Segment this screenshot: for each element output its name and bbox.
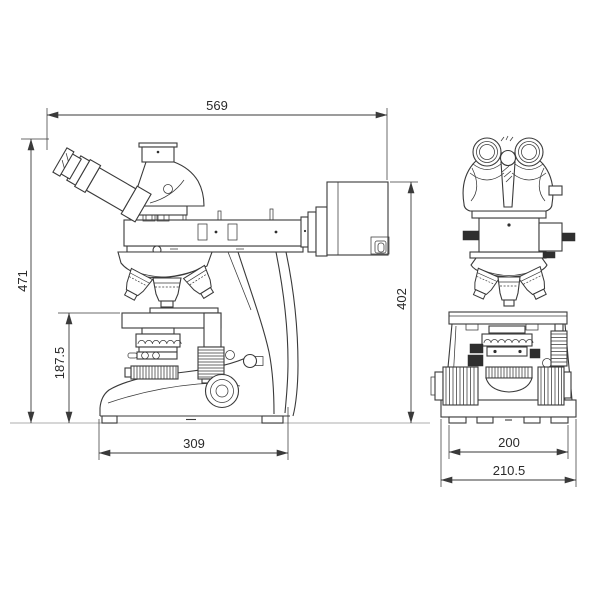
tension-knob — [242, 353, 264, 369]
foot — [523, 416, 541, 424]
objective — [182, 264, 215, 300]
head-screw — [163, 184, 173, 194]
coarse-focus-knob — [204, 373, 240, 409]
substage-condenser — [127, 327, 182, 360]
foot — [101, 415, 118, 424]
clamp-screw — [225, 350, 235, 360]
prism-column — [500, 161, 516, 208]
foot — [550, 416, 569, 424]
eyepiece-rim — [52, 147, 75, 177]
dim-illuminator-height: 402 — [390, 181, 418, 424]
dim-label-feet-width: 200 — [498, 435, 520, 450]
front-condenser — [467, 325, 552, 393]
front-stage — [448, 311, 568, 331]
stage-plate — [149, 307, 219, 314]
front-head — [462, 135, 563, 219]
dim-label-base-depth: 309 — [183, 436, 205, 451]
dim-overall-depth: 569 — [46, 98, 388, 180]
front-eyepieces — [472, 137, 544, 167]
dim-label-overall-depth: 569 — [206, 98, 228, 113]
dim-label-base-width: 210.5 — [493, 463, 526, 478]
gearbox — [538, 222, 563, 252]
dim-base-depth: 309 — [98, 407, 289, 460]
slot — [197, 223, 208, 241]
illuminator-arm — [123, 208, 308, 255]
dim-feet-width: 200 — [448, 425, 569, 459]
lamphouse — [300, 181, 390, 257]
dim-label-overall-height: 471 — [15, 270, 30, 292]
pin — [217, 210, 222, 221]
clamp-screw — [542, 358, 552, 368]
knob-stem — [554, 323, 564, 332]
slot — [227, 223, 238, 241]
foot — [476, 416, 494, 424]
lamp-connector — [370, 236, 390, 255]
dimensions-layer: 569 471 187.5 402 309 200 — [15, 98, 577, 487]
stage-bracket — [203, 312, 222, 348]
front-view — [430, 135, 577, 424]
arm-stand — [227, 251, 299, 417]
foot — [448, 416, 467, 424]
objective — [152, 277, 182, 308]
dim-label-stage-height: 187.5 — [52, 347, 67, 380]
side-view — [52, 142, 390, 424]
objective — [497, 276, 521, 307]
eyepiece-tube — [52, 147, 152, 223]
dim-stage-height: 187.5 — [52, 312, 120, 424]
objective — [123, 267, 154, 301]
head-knob — [548, 185, 563, 196]
objective — [517, 265, 547, 300]
condenser-knob — [550, 330, 568, 367]
front-body — [462, 217, 576, 259]
stage-control-knob — [124, 365, 179, 380]
phototube — [138, 142, 178, 163]
pin — [269, 208, 274, 221]
dim-base-width: 210.5 — [440, 419, 577, 487]
foot — [261, 415, 284, 424]
dim-overall-height: 471 — [15, 138, 49, 424]
base — [99, 355, 290, 424]
dim-label-illuminator-height: 402 — [394, 288, 409, 310]
stage — [121, 307, 222, 348]
front-focus-knobs — [430, 323, 572, 406]
